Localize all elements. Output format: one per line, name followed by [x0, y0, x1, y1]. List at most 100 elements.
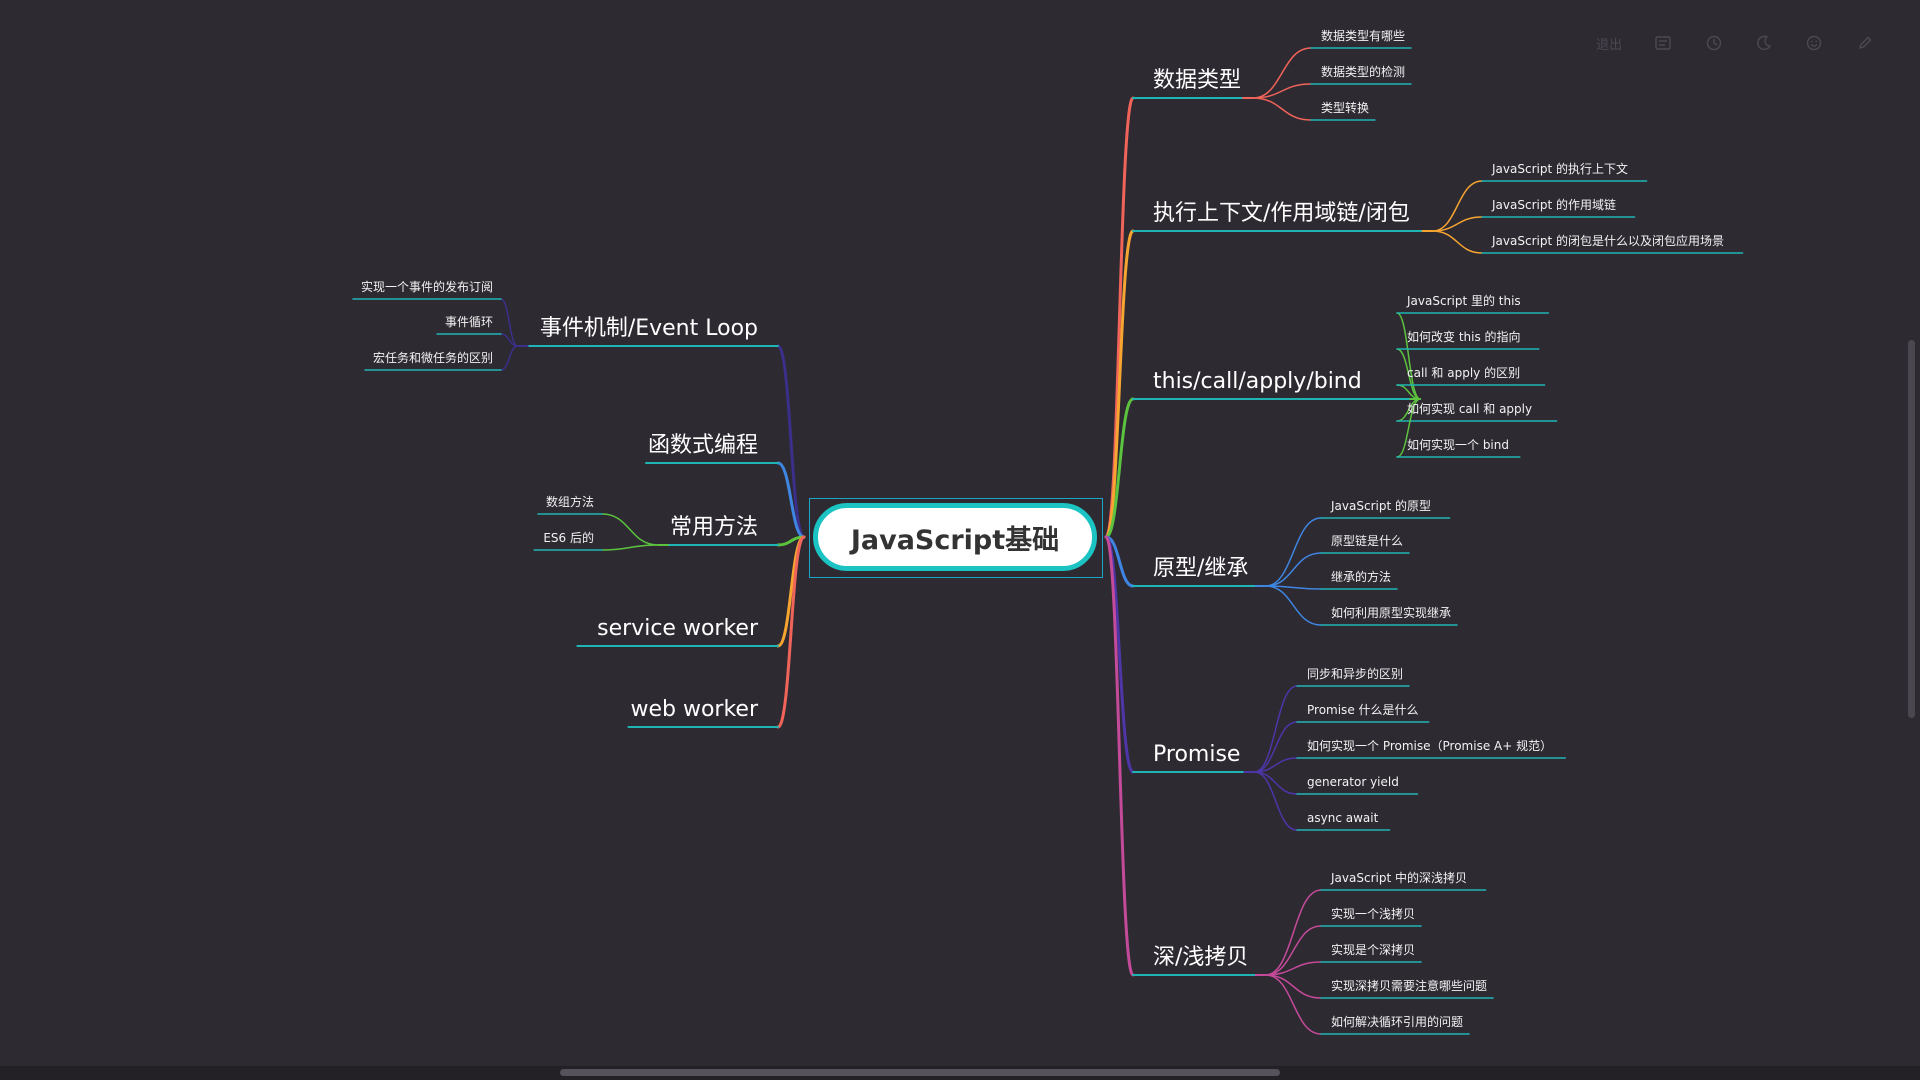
main-topic-label: 原型/继承 — [1153, 556, 1249, 581]
subtopic[interactable]: ES6 后的 — [543, 532, 594, 544]
subtopic-label: call 和 apply 的区别 — [1407, 366, 1521, 380]
main-topic[interactable]: 原型/继承 — [1153, 558, 1248, 580]
subtopic[interactable]: 实现一个事件的发布订阅 — [361, 281, 493, 293]
subtopic[interactable]: JavaScript 的执行上下文 — [1492, 163, 1628, 175]
vertical-scrollbar-thumb[interactable] — [1908, 340, 1915, 718]
connector-sub — [1265, 961, 1322, 976]
pen-button[interactable] — [1847, 29, 1883, 57]
toolbar: 退出 — [1580, 26, 1890, 60]
main-topic-label: web worker — [630, 697, 758, 722]
emoji-button[interactable] — [1796, 29, 1832, 57]
subtopic[interactable]: 如何解决循环引用的问题 — [1331, 1016, 1463, 1028]
main-topic[interactable]: 数据类型 — [1153, 70, 1241, 92]
moon-icon — [1757, 35, 1772, 51]
connector-sub — [601, 544, 659, 551]
connector-sub — [1431, 180, 1483, 232]
subtopic[interactable]: 如何实现一个 bind — [1407, 439, 1509, 451]
clock-icon — [1706, 35, 1722, 51]
horizontal-scrollbar-thumb[interactable] — [560, 1069, 1280, 1076]
subtopic[interactable]: 类型转换 — [1321, 102, 1369, 114]
subtopic-label: 原型链是什么 — [1331, 534, 1404, 548]
subtopic[interactable]: 如何改变 this 的指向 — [1407, 331, 1521, 343]
subtopic-label: 实现是个深拷贝 — [1331, 943, 1416, 957]
connector-sub — [1253, 757, 1298, 773]
connector-sub — [500, 298, 519, 347]
subtopic-label: 事件循环 — [444, 315, 493, 329]
connector-sub — [1396, 312, 1421, 400]
subtopic[interactable]: Promise 什么是什么 — [1307, 704, 1419, 716]
subtopic[interactable]: 如何利用原型实现继承 — [1331, 607, 1451, 619]
subtopic[interactable]: 宏任务和微任务的区别 — [373, 352, 493, 364]
main-topic[interactable]: 常用方法 — [670, 517, 758, 539]
connector-sub — [1253, 685, 1298, 773]
connector-main-left — [776, 461, 806, 539]
main-topic[interactable]: Promise — [1153, 744, 1240, 766]
subtopic-label: JavaScript 中的深浅拷贝 — [1331, 871, 1467, 885]
main-topic-label: 执行上下文/作用域链/闭包 — [1153, 201, 1410, 226]
exit-label: 退出 — [1596, 37, 1623, 53]
connector-sub — [500, 345, 519, 371]
subtopic-label: Promise 什么是什么 — [1307, 703, 1419, 717]
connector-sub — [1252, 97, 1312, 121]
subtopic[interactable]: 原型链是什么 — [1331, 535, 1403, 547]
main-topic[interactable]: service worker — [597, 618, 758, 640]
connector-main-left — [776, 344, 806, 539]
subtopic[interactable]: JavaScript 的闭包是什么以及闭包应用场景 — [1492, 235, 1724, 247]
subtopic[interactable]: 数组方法 — [546, 496, 594, 508]
outline-button[interactable] — [1645, 29, 1681, 57]
main-topic[interactable]: 事件机制/Event Loop — [540, 318, 758, 340]
subtopic-label: 如何实现 call 和 apply — [1407, 402, 1533, 416]
main-topic[interactable]: 执行上下文/作用域链/闭包 — [1153, 203, 1410, 225]
connector-sub — [1396, 398, 1421, 458]
connector-main-right — [1104, 397, 1135, 539]
main-topic-label: 常用方法 — [669, 515, 758, 540]
pen-icon — [1858, 36, 1872, 50]
subtopic[interactable]: generator yield — [1307, 776, 1399, 788]
central-topic[interactable]: JavaScript基础 — [813, 503, 1097, 571]
connector-sub — [1265, 517, 1322, 587]
history-button[interactable] — [1696, 29, 1732, 57]
main-topic-label: this/call/apply/bind — [1153, 369, 1362, 394]
subtopic[interactable]: JavaScript 中的深浅拷贝 — [1331, 872, 1467, 884]
subtopic-label: 同步和异步的区别 — [1307, 667, 1404, 681]
connector-sub — [1252, 47, 1312, 99]
subtopic[interactable]: 同步和异步的区别 — [1307, 668, 1403, 680]
main-topic[interactable]: 函数式编程 — [648, 435, 758, 457]
subtopic-label: 如何改变 this 的指向 — [1407, 330, 1521, 344]
subtopic[interactable]: JavaScript 里的 this — [1407, 295, 1521, 307]
subtopic[interactable]: async await — [1307, 812, 1378, 824]
connector-sub — [1265, 889, 1322, 976]
subtopic[interactable]: 实现一个浅拷贝 — [1331, 908, 1415, 920]
subtopic[interactable]: JavaScript 的原型 — [1331, 500, 1431, 512]
main-topic[interactable]: web worker — [630, 699, 758, 721]
main-topic[interactable]: this/call/apply/bind — [1153, 371, 1362, 393]
connector-sub — [601, 513, 659, 546]
subtopic[interactable]: call 和 apply 的区别 — [1407, 367, 1520, 379]
subtopic[interactable]: 如何实现 call 和 apply — [1407, 403, 1532, 415]
connector-sub — [1253, 721, 1298, 773]
subtopic-label: JavaScript 的执行上下文 — [1492, 162, 1628, 176]
connector-sub — [1431, 216, 1483, 232]
subtopic[interactable]: 继承的方法 — [1331, 571, 1391, 583]
subtopic-label: JavaScript 的闭包是什么以及闭包应用场景 — [1492, 234, 1724, 248]
subtopic[interactable]: 数据类型的检测 — [1321, 66, 1405, 78]
connector-main-right — [1104, 535, 1135, 977]
subtopic-label: 数据类型的检测 — [1321, 65, 1406, 79]
subtopic[interactable]: 实现深拷贝需要注意哪些问题 — [1331, 980, 1487, 992]
subtopic-label: 继承的方法 — [1331, 570, 1392, 584]
main-topic[interactable]: 深/浅拷贝 — [1153, 947, 1248, 969]
subtopic-label: 数组方法 — [545, 495, 594, 509]
theme-button[interactable] — [1746, 29, 1782, 57]
exit-button[interactable]: 退出 — [1587, 29, 1631, 57]
subtopic[interactable]: 如何实现一个 Promise（Promise A+ 规范） — [1307, 740, 1552, 752]
center-selection-frame — [809, 498, 1103, 578]
subtopic[interactable]: JavaScript 的作用域链 — [1492, 199, 1616, 211]
subtopic[interactable]: 实现是个深拷贝 — [1331, 944, 1415, 956]
connector-sub — [1265, 974, 1322, 999]
subtopic[interactable]: 数据类型有哪些 — [1321, 30, 1405, 42]
connector-sub — [1252, 83, 1312, 99]
subtopic-label: ES6 后的 — [543, 531, 594, 545]
subtopic[interactable]: 事件循环 — [445, 316, 493, 328]
